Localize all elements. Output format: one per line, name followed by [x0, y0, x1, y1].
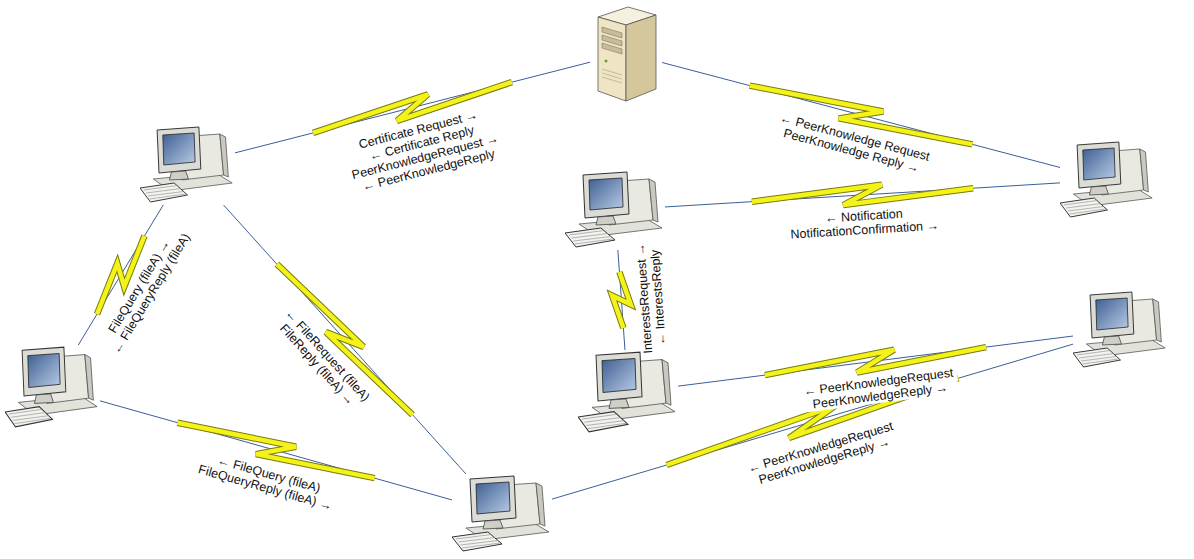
link-line	[552, 344, 1073, 499]
network-link	[224, 205, 466, 474]
network-link	[612, 250, 631, 350]
link-line	[665, 183, 1060, 207]
computer-icon	[452, 474, 552, 554]
link-label: InterestsRequest → ← InterestsReply	[633, 239, 669, 357]
link-line	[224, 205, 466, 474]
lightning-bolt	[752, 185, 973, 205]
bolt-outline	[612, 272, 631, 328]
icon-graphic	[565, 170, 665, 250]
computer-icon	[565, 170, 665, 250]
icon-graphic	[5, 345, 100, 430]
icon-graphic	[140, 125, 235, 205]
network-link	[552, 344, 1073, 499]
lightning-bolt	[612, 272, 631, 328]
computer-icon	[578, 350, 678, 435]
computer-icon	[5, 345, 100, 430]
server-icon	[590, 3, 662, 103]
bolt-outline	[752, 185, 973, 205]
icon-graphic	[1073, 290, 1168, 370]
computer-icon	[140, 125, 235, 205]
network-link	[665, 183, 1060, 207]
icon-graphic	[590, 3, 662, 103]
computer-icon	[1073, 290, 1168, 370]
icon-graphic	[452, 474, 552, 554]
icon-graphic	[578, 350, 678, 435]
link-label: ← Notification NotificationConfirmation …	[786, 204, 942, 241]
computer-icon	[1060, 140, 1155, 220]
icon-graphic	[1060, 140, 1155, 220]
